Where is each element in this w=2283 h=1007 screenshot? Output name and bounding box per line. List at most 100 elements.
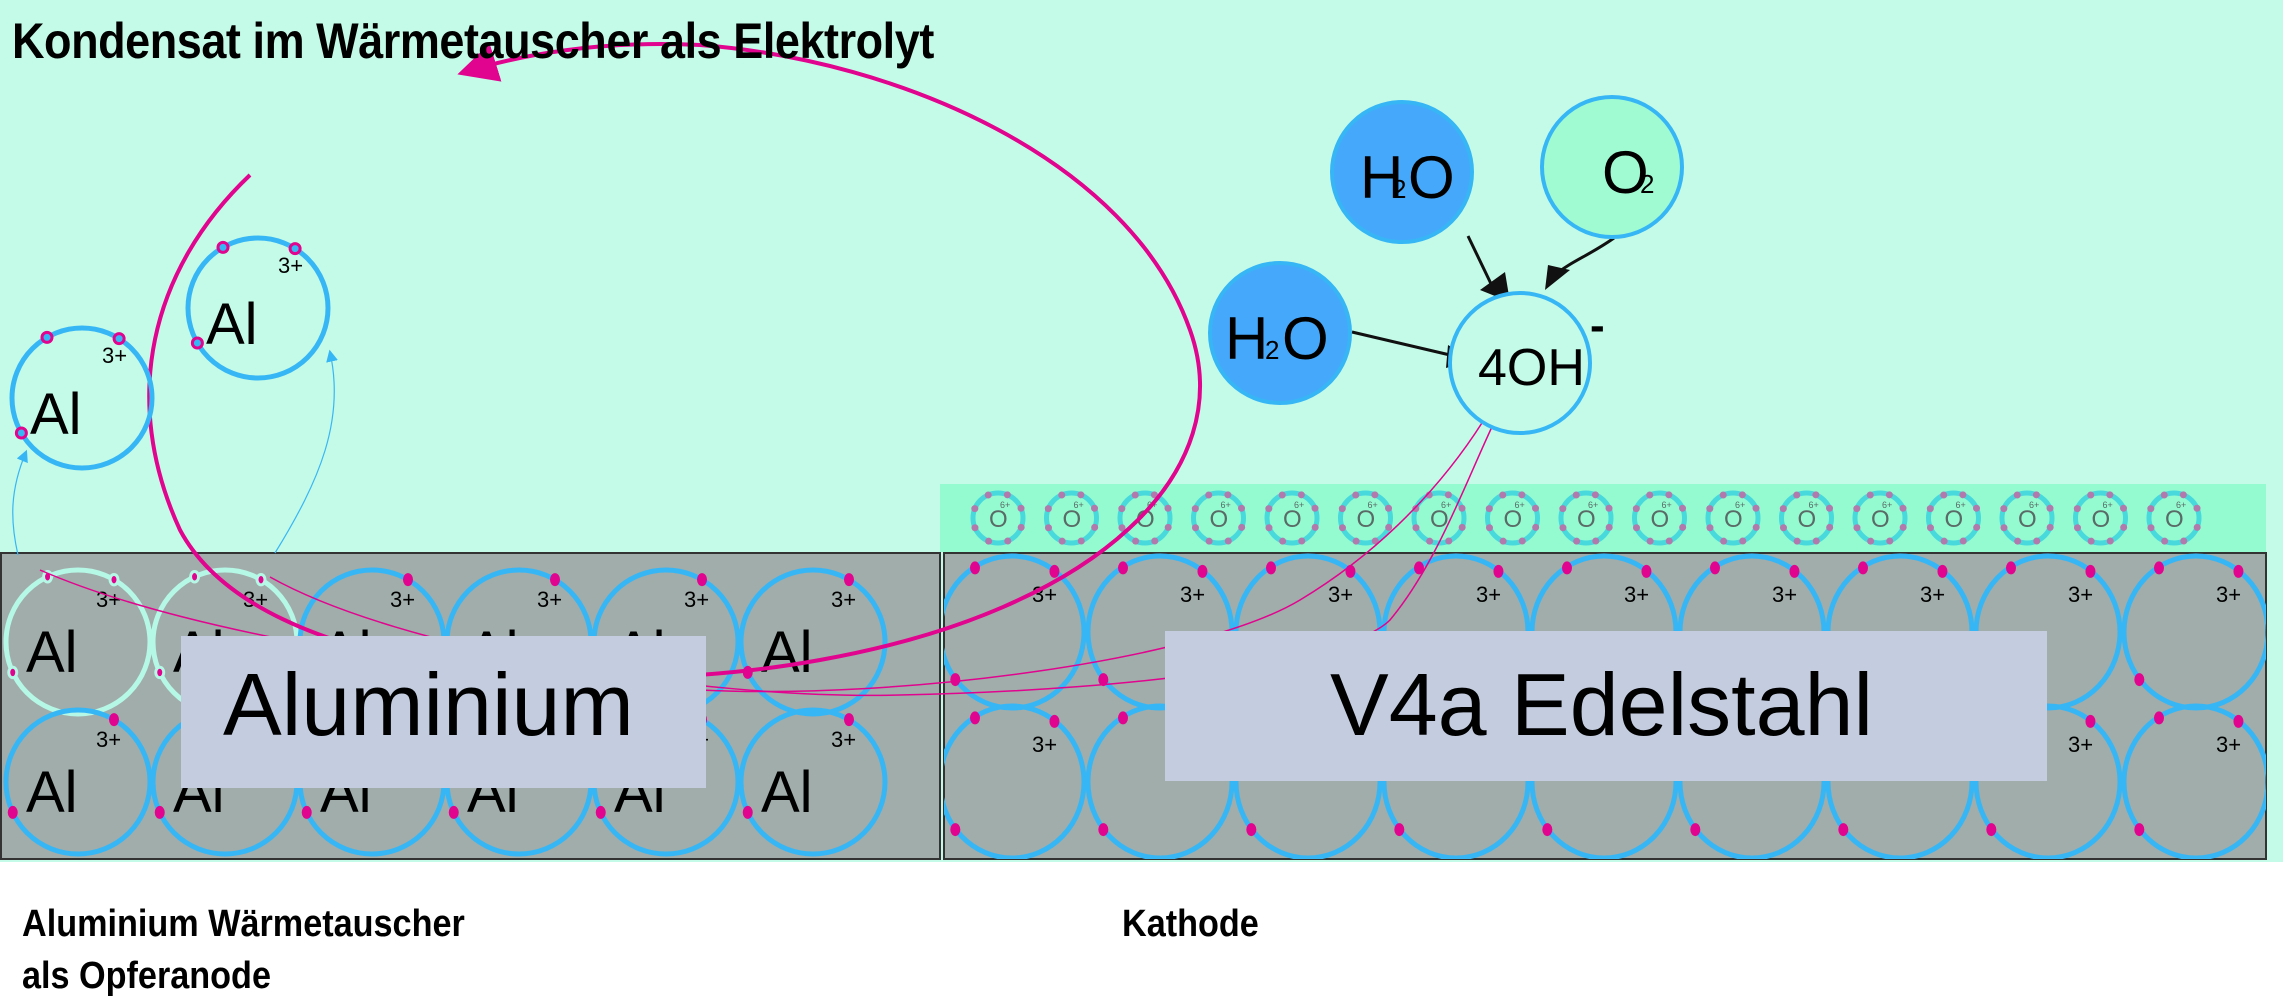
oxide-electron: [1605, 523, 1613, 531]
ion-release-arrow-1: [12, 449, 28, 556]
oxide-electron: [1632, 505, 1640, 513]
oxide-symbol: O: [1063, 506, 1082, 533]
electron: [844, 713, 854, 727]
oxide-electron: [1973, 504, 1981, 512]
oxide-shell: [2146, 490, 2202, 546]
electron: [2233, 564, 2244, 578]
electron: [950, 673, 961, 687]
oxide-atom: O6+: [1411, 490, 1467, 546]
anode-caption-line1: Aluminium Wärmetauscher: [22, 903, 465, 945]
oxide-shell: [1779, 490, 1834, 546]
electron: [2233, 714, 2244, 728]
oxide-electron: [1532, 523, 1540, 531]
diagram-title: Kondensat im Wärmetauscher als Elektroly…: [12, 13, 934, 69]
oxide-symbol: O: [1798, 506, 1817, 533]
electron: [1542, 823, 1553, 837]
oxide-electron: [1385, 504, 1393, 512]
oxide-electron: [1118, 524, 1126, 532]
cathode-caption: Kathode: [1122, 903, 1259, 945]
oxide-electron: [1826, 504, 1834, 512]
oxide-electron: [1867, 537, 1875, 545]
atom-charge: 3+: [684, 587, 709, 612]
oxide-charge: 6+: [1368, 500, 1378, 510]
oxide-atom: O6+: [1632, 490, 1687, 546]
electron: [2085, 564, 2096, 578]
oxide-electron: [1298, 537, 1306, 545]
oxide-charge: 6+: [1662, 500, 1672, 510]
oxide-electron: [1679, 523, 1687, 531]
oxide-electron: [1559, 524, 1567, 532]
oxide-atom: O6+: [1705, 490, 1761, 546]
ion-release-arrow-2: [274, 349, 338, 554]
oxide-electron: [984, 491, 992, 499]
oxide-electron: [2106, 491, 2114, 499]
oxide-electron: [1812, 537, 1820, 545]
electron-hole: [288, 242, 302, 256]
atom-charge: 3+: [1624, 582, 1649, 607]
atom-shell: [3, 567, 153, 717]
oxide-electron: [1973, 523, 1981, 531]
dissolved-al-ion: Al 3+: [185, 235, 331, 381]
oxide-charge: 6+: [1294, 500, 1304, 510]
atom-charge: 3+: [1180, 582, 1205, 607]
oxide-electron: [1899, 523, 1907, 531]
electron-hole: [14, 426, 28, 440]
oxide-atom: O6+: [1338, 490, 1393, 546]
electron: [1049, 564, 1060, 578]
electron: [1789, 564, 1800, 578]
oxide-symbol: O: [1724, 506, 1743, 533]
dissolved-al-ion: Al3+: [9, 325, 155, 471]
oxide-atom: O6+: [1779, 490, 1834, 546]
ion-charge: 3+: [278, 253, 303, 278]
oxide-electron: [2147, 524, 2155, 532]
oxide-shell: [1117, 490, 1173, 546]
oxide-electron: [1426, 537, 1434, 545]
electron: [1690, 823, 1701, 837]
ion-symbol: Al: [206, 292, 258, 357]
oxide-electron: [1720, 537, 1728, 545]
electron: [1345, 564, 1356, 578]
oxide-shell: [1044, 490, 1099, 546]
oxide-electron: [1665, 537, 1673, 545]
oxide-electron: [1297, 491, 1305, 499]
anode-atom: Al3+: [3, 707, 153, 857]
oxide-electron: [1591, 491, 1599, 499]
anode-label-box: [181, 636, 706, 788]
oxide-electron: [1739, 537, 1747, 545]
oxide-electron: [1886, 537, 1894, 545]
oxide-electron: [1926, 524, 1934, 532]
oxide-shell: [1558, 490, 1614, 546]
ion-charge: 3+: [102, 343, 127, 368]
oxide-electron: [1706, 505, 1714, 513]
dissolved-ions: Al3+Al3+: [9, 235, 331, 471]
water2-o: O: [1282, 305, 1329, 372]
electron: [1098, 673, 1109, 687]
oxide-electron: [1738, 491, 1746, 499]
atom-shell: [1973, 703, 2123, 859]
oxide-electron: [1940, 491, 1948, 499]
oxide-electron: [1532, 504, 1540, 512]
oxide-electron: [2106, 537, 2114, 545]
atom-charge: 3+: [1328, 582, 1353, 607]
atom-charge: 3+: [831, 727, 856, 752]
oxide-shell: [1705, 490, 1761, 546]
atom-symbol: Al: [761, 760, 813, 825]
oxide-electron: [2087, 537, 2095, 545]
oxide-charge: 6+: [1809, 500, 1819, 510]
oxide-electron: [1191, 524, 1199, 532]
oxide-electron: [1779, 505, 1787, 513]
arrow-water2-to-hydroxide: [1351, 330, 1451, 357]
oxide-symbol: O: [1136, 506, 1155, 533]
oxide-shell: [1338, 490, 1393, 546]
oxide-electron: [1044, 524, 1052, 532]
oxide-electron: [1017, 523, 1025, 531]
anode-caption-line2: als Opferanode: [22, 955, 271, 997]
electron: [1710, 561, 1720, 575]
oxide-electron: [1899, 504, 1907, 512]
oxide-electron: [2073, 505, 2081, 513]
electron: [2154, 561, 2164, 575]
oxide-electron: [1164, 523, 1172, 531]
oxide-atom: O6+: [1264, 490, 1320, 546]
oxide-electron: [1752, 504, 1760, 512]
oxide-electron: [2179, 491, 2187, 499]
